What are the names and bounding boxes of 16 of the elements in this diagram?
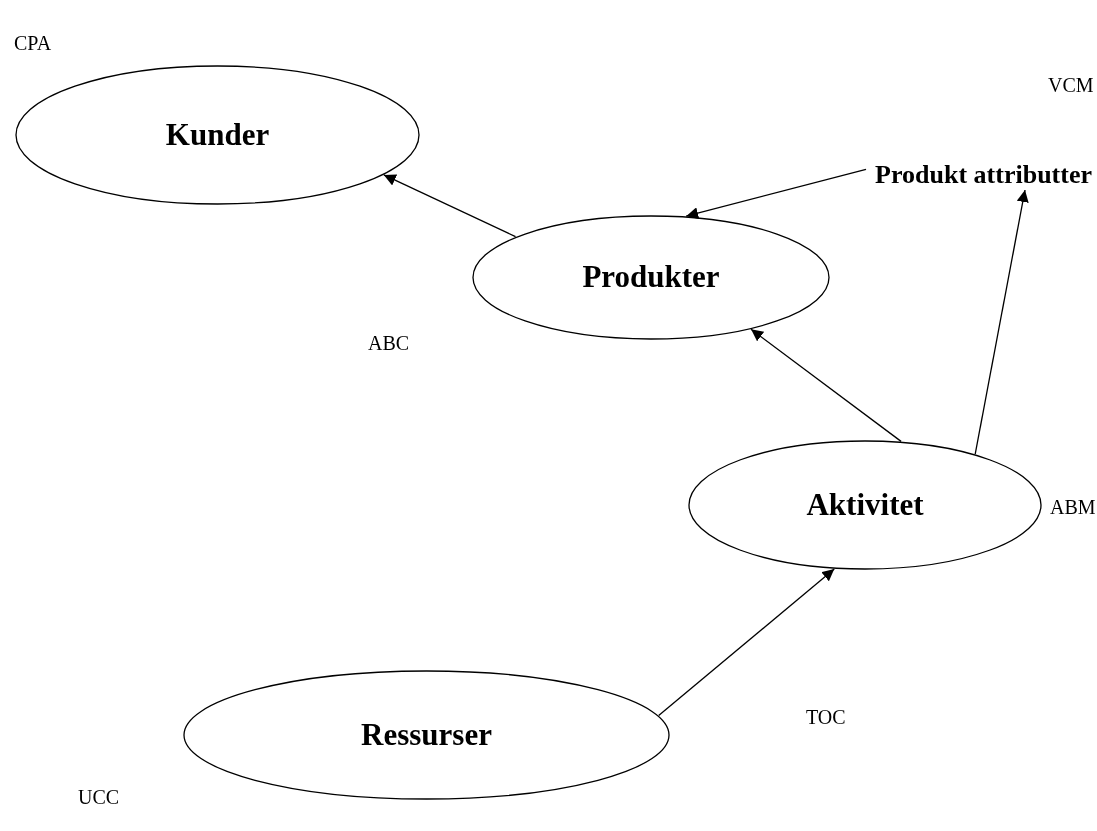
- annotation-label: ABM: [1050, 495, 1096, 520]
- ellipse-label: Produkter: [582, 258, 720, 297]
- node-label: Produkt attributter: [875, 158, 1092, 191]
- arrow: [658, 568, 835, 717]
- ellipse-label: Kunder: [165, 115, 270, 154]
- annotation-label: ABC: [368, 331, 410, 356]
- annotation-label: CPA: [14, 31, 52, 56]
- arrow: [383, 174, 517, 238]
- annotation-label: TOC: [806, 705, 846, 730]
- annotation-label: VCM: [1048, 73, 1094, 98]
- ellipse-label: Ressurser: [361, 715, 492, 754]
- annotation-label: UCC: [78, 785, 120, 810]
- arrow: [750, 328, 902, 442]
- arrow: [974, 189, 1029, 455]
- ellipse-label: Aktivitet: [806, 485, 924, 524]
- arrow: [685, 168, 867, 219]
